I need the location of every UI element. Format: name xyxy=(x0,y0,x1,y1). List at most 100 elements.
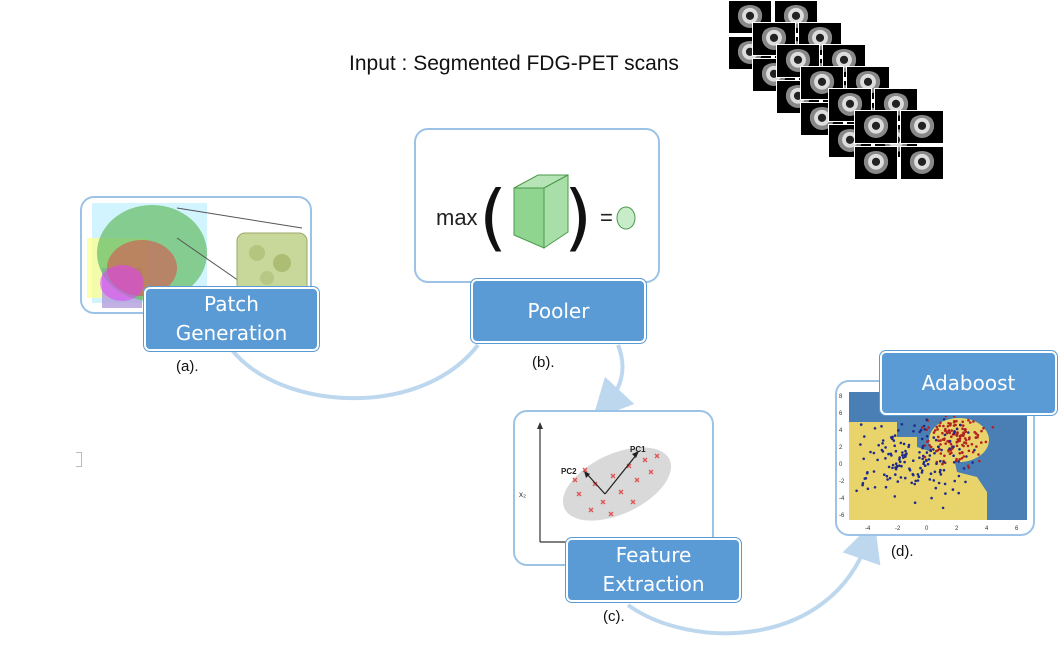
x-tick-label: 0 xyxy=(925,526,929,532)
data-point xyxy=(944,492,947,495)
data-point xyxy=(889,452,893,456)
data-point xyxy=(921,457,924,461)
data-point xyxy=(900,464,903,468)
data-point xyxy=(943,454,946,458)
data-point xyxy=(964,480,967,484)
data-point xyxy=(961,443,964,447)
data-point xyxy=(862,457,865,461)
data-point xyxy=(976,433,980,437)
data-point xyxy=(942,418,946,421)
data-point xyxy=(918,456,921,459)
y-tick-label: 6 xyxy=(839,411,843,417)
data-point xyxy=(925,459,928,462)
data-point xyxy=(866,487,870,491)
data-point xyxy=(930,496,933,500)
data-point xyxy=(952,454,955,457)
data-point xyxy=(912,430,915,433)
data-point xyxy=(881,442,884,445)
data-point xyxy=(865,471,869,475)
data-point xyxy=(950,435,953,438)
data-point xyxy=(957,474,961,478)
caption-b: (b). xyxy=(532,354,555,371)
data-point xyxy=(859,423,863,426)
x-tick-label: 2 xyxy=(955,526,959,532)
data-point xyxy=(984,440,988,444)
data-point xyxy=(898,464,901,467)
data-point xyxy=(942,460,945,464)
patch-generation-line1: Patch xyxy=(204,292,259,316)
data-point xyxy=(927,458,931,461)
data-point xyxy=(926,440,929,443)
x-tick-label: 4 xyxy=(985,526,989,532)
data-point xyxy=(897,429,900,432)
data-point xyxy=(885,474,889,478)
data-point xyxy=(958,448,961,451)
data-point xyxy=(947,430,951,434)
data-point xyxy=(922,424,926,428)
arrow-c-to-d xyxy=(626,521,881,636)
data-point xyxy=(937,481,941,485)
data-point xyxy=(902,442,906,446)
data-point xyxy=(946,425,950,428)
data-point xyxy=(881,439,885,442)
y-tick-label: 0 xyxy=(839,462,843,468)
data-point xyxy=(960,451,964,454)
data-point xyxy=(939,443,942,446)
data-point xyxy=(952,461,956,464)
equals-sign: = xyxy=(600,205,613,230)
data-point xyxy=(967,437,971,441)
data-point xyxy=(943,429,947,432)
data-point xyxy=(977,453,980,456)
data-point xyxy=(925,418,928,421)
data-point xyxy=(941,506,945,510)
data-point xyxy=(939,452,943,455)
data-point xyxy=(887,452,890,456)
data-point xyxy=(873,427,877,430)
data-point xyxy=(872,451,876,455)
data-point xyxy=(894,462,898,465)
data-point xyxy=(893,434,897,437)
data-point xyxy=(900,423,904,426)
data-point xyxy=(947,449,950,453)
data-point xyxy=(893,495,897,498)
patch-generation-card xyxy=(80,196,312,314)
data-point xyxy=(943,482,947,486)
data-point xyxy=(920,437,924,441)
data-point xyxy=(952,415,956,418)
data-point xyxy=(952,431,956,435)
data-point xyxy=(944,442,947,445)
data-point xyxy=(960,457,964,460)
data-point xyxy=(863,435,866,438)
pet-scan-stack xyxy=(728,0,953,182)
data-point xyxy=(975,445,978,448)
data-point xyxy=(982,427,985,430)
pet-scan-slice xyxy=(854,110,898,144)
data-point xyxy=(912,459,915,462)
data-point xyxy=(898,460,902,464)
data-point xyxy=(980,441,983,444)
data-point xyxy=(939,459,942,463)
data-point xyxy=(948,439,952,443)
data-point xyxy=(955,434,959,437)
data-point xyxy=(939,473,943,476)
data-point xyxy=(910,481,913,485)
pooler-card: max ( ) = xyxy=(414,128,660,283)
data-point xyxy=(967,449,971,453)
data-point xyxy=(920,471,924,474)
data-point xyxy=(926,462,930,466)
data-point xyxy=(970,442,974,446)
data-point xyxy=(961,424,965,427)
data-point xyxy=(929,445,933,449)
data-point xyxy=(934,486,938,490)
data-point xyxy=(960,433,963,437)
caption-a: (a). xyxy=(176,358,199,375)
data-point xyxy=(953,479,956,483)
data-point xyxy=(941,431,944,435)
pet-scan-slice xyxy=(854,146,898,180)
feature-extraction-line1: Feature xyxy=(615,543,692,567)
data-point xyxy=(916,479,920,482)
data-point xyxy=(967,431,970,434)
